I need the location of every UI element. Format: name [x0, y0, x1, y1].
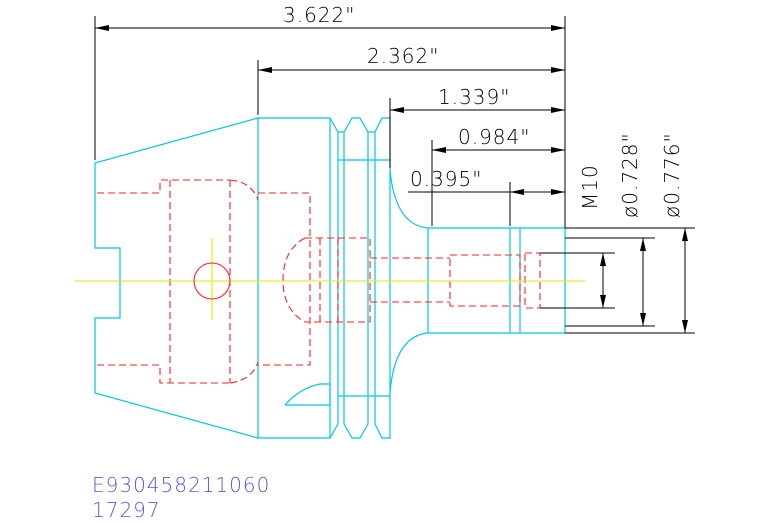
dim-dia-small: ø0.728": [618, 132, 642, 218]
item-code: 17297: [92, 498, 161, 522]
dimension-labels: 3.622" 2.362" 1.339" 0.984" 0.395" M10 ø…: [283, 3, 684, 218]
dim-length-nose: 0.984": [458, 125, 530, 149]
dim-length-neck: 1.339": [438, 85, 510, 109]
part-outline: [94, 117, 566, 439]
part-number: E930458211060: [92, 473, 270, 497]
dimension-lines: [94, 16, 695, 334]
dim-length-overall: 3.622": [283, 3, 355, 27]
center-lines: [75, 238, 585, 320]
dim-length-flange: 2.362": [367, 44, 439, 68]
dim-length-thread: 0.395": [410, 167, 482, 191]
part-info: E930458211060 17297: [92, 473, 270, 522]
dim-thread: M10: [578, 164, 602, 210]
dim-dia-large: ø0.776": [660, 132, 684, 218]
